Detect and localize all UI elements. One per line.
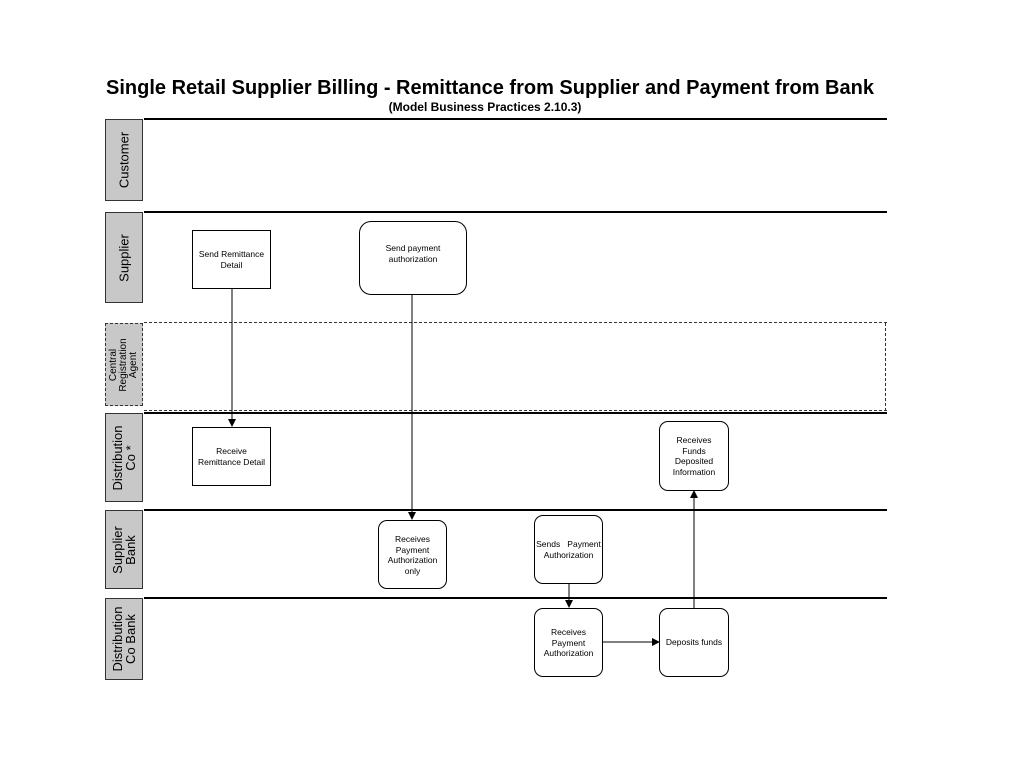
lane-label-supplier: Supplier — [105, 212, 143, 303]
lane-bottom-line-central-registration-agent — [144, 410, 887, 411]
lane-right-line-central-registration-agent — [885, 323, 886, 411]
node-send-remittance-detail: Send Remittance Detail — [192, 230, 271, 289]
lane-label-supplier-bank: Supplier Bank — [105, 510, 143, 589]
lane-label-distribution-co-bank: Distribution Co Bank — [105, 598, 143, 680]
node-deposits-funds: Deposits funds — [659, 608, 729, 677]
lane-top-line-central-registration-agent — [144, 322, 887, 323]
lane-label-customer: Customer — [105, 119, 143, 201]
lane-top-line-customer — [144, 118, 887, 120]
diagram-subtitle: (Model Business Practices 2.10.3) — [388, 100, 582, 114]
lane-label-distribution-co: Distribution Co * — [105, 413, 143, 502]
lane-top-line-supplier — [144, 211, 887, 213]
lane-top-line-supplier-bank — [144, 509, 887, 511]
lane-top-line-distribution-co — [144, 412, 887, 414]
node-send-payment-authorization: Send payment authorization — [359, 221, 467, 295]
node-receives-payment-authorization-only: Receives Payment Authorization only — [378, 520, 447, 589]
node-receive-remittance-detail: Receive Remittance Detail — [192, 427, 271, 486]
node-sends-payment-authorization: Sends Payment Authorization — [534, 515, 603, 584]
node-receives-payment-authorization: Receives Payment Authorization — [534, 608, 603, 677]
lane-top-line-distribution-co-bank — [144, 597, 887, 599]
lane-label-central-registration-agent: Central Registration Agent — [105, 323, 143, 406]
diagram-title: Single Retail Supplier Billing - Remitta… — [106, 77, 874, 99]
node-receives-funds-deposited-information: Receives Funds Deposited Information — [659, 421, 729, 491]
